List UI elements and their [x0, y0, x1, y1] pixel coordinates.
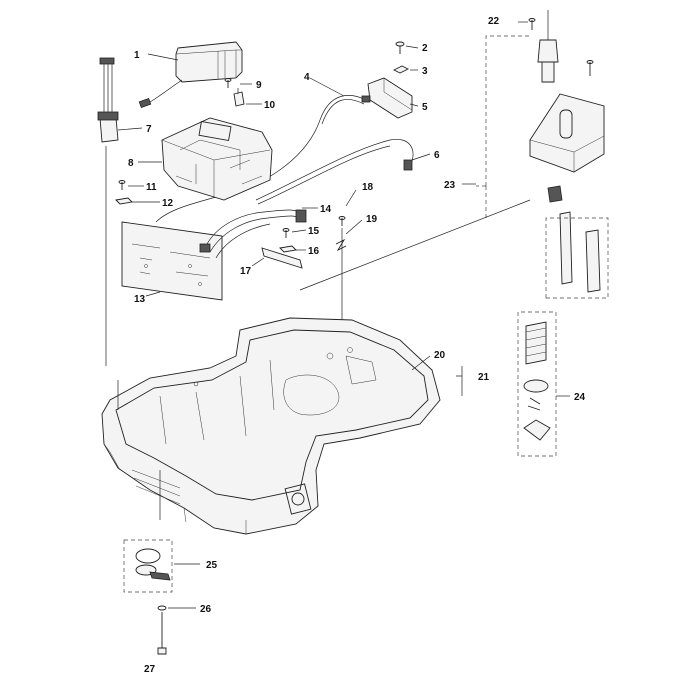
part-washer-26 [157, 605, 167, 611]
part-sensor-10 [233, 88, 245, 107]
callout-9: 9 [256, 80, 262, 91]
part-spring-19 [335, 238, 347, 252]
callout-13: 13 [134, 294, 146, 305]
part-motor-assembly-22-23 [528, 10, 605, 293]
callout-15: 15 [308, 226, 320, 237]
callout-25: 25 [206, 560, 218, 571]
part-connector-7 [97, 57, 119, 143]
part-bolt-27 [157, 612, 167, 655]
part-screw-15 [282, 228, 290, 238]
part-nut-3 [392, 65, 410, 74]
part-clip-12 [115, 197, 133, 205]
callout-24: 24 [574, 392, 586, 403]
leader-lines [117, 21, 570, 609]
callout-6: 6 [434, 150, 440, 161]
callout-12: 12 [162, 198, 174, 209]
part-circuit-board-13 [121, 221, 223, 301]
part-battery-pack [138, 41, 243, 109]
callout-8: 8 [128, 158, 134, 169]
callout-26: 26 [200, 604, 212, 615]
part-bar-17 [261, 247, 303, 269]
callout-17: 17 [240, 266, 252, 277]
part-cable-6 [255, 138, 414, 205]
callout-2: 2 [422, 43, 428, 54]
part-cable-4 [155, 95, 371, 223]
callout-10: 10 [264, 100, 276, 111]
part-wheel-hub-25 [135, 548, 171, 581]
part-chassis-20-21 [101, 317, 441, 535]
part-wire-harness-14 [199, 209, 307, 259]
callout-20: 20 [434, 350, 446, 361]
part-bracket-5 [367, 77, 413, 119]
callout-22: 22 [488, 16, 500, 27]
part-screw-18 [338, 216, 346, 226]
callout-11: 11 [146, 182, 157, 193]
assembly-guides [105, 35, 609, 593]
callout-18: 18 [362, 182, 374, 193]
callout-14: 14 [320, 204, 332, 215]
callout-27: 27 [144, 664, 156, 675]
callout-16: 16 [308, 246, 320, 257]
part-screw-2 [395, 41, 405, 54]
part-screw-11 [118, 180, 126, 190]
callout-21: 21 [478, 372, 490, 383]
callout-5: 5 [422, 102, 428, 113]
callout-23: 23 [444, 180, 456, 191]
callout-19: 19 [366, 214, 378, 225]
callout-1: 1 [134, 50, 140, 61]
part-clip-16 [279, 245, 297, 253]
part-height-adjust-24 [523, 321, 551, 441]
callout-7: 7 [146, 124, 152, 135]
part-control-housing-8 [161, 117, 273, 201]
callout-labels: 1 2 3 4 5 6 7 8 9 10 11 12 13 14 15 16 1… [128, 16, 586, 675]
callout-4: 4 [304, 72, 310, 83]
callout-3: 3 [422, 66, 428, 77]
part-screw-9 [224, 78, 232, 88]
